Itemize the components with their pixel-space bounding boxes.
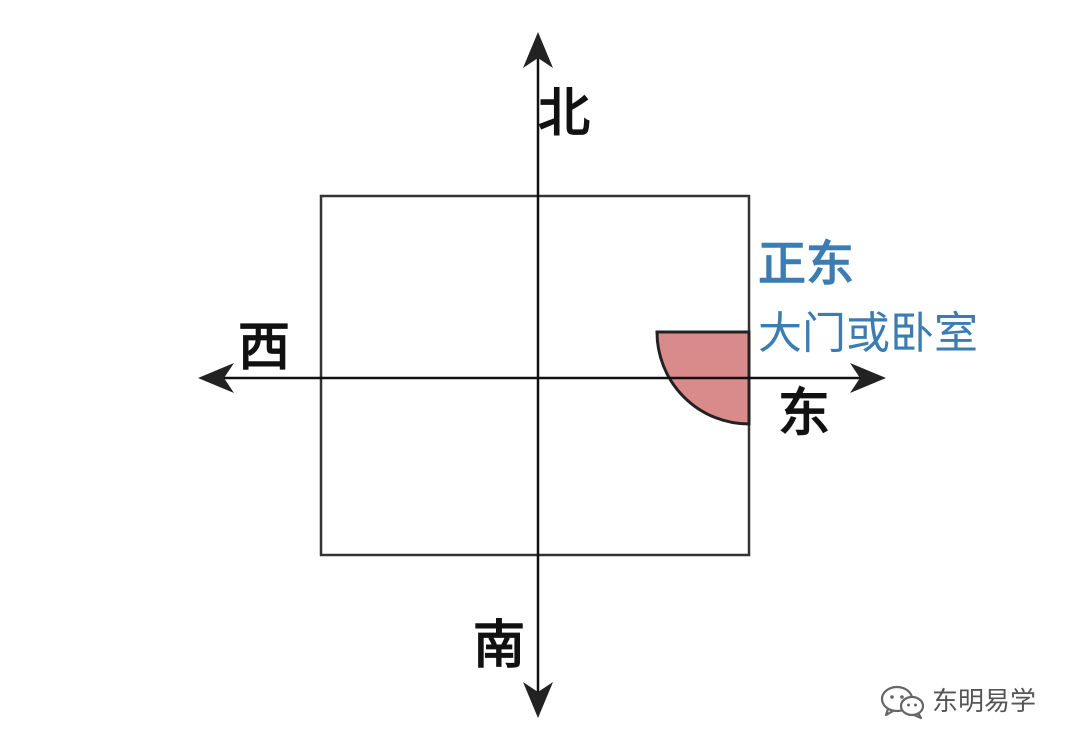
south-arrowhead: [523, 682, 553, 718]
west-arrowhead: [198, 363, 234, 393]
callout-title: 正东: [758, 236, 855, 292]
south-label: 南: [473, 616, 526, 676]
watermark-text: 东明易学: [932, 687, 1037, 717]
east-arrowhead: [850, 363, 886, 393]
callout-subtitle: 大门或卧室: [758, 308, 978, 359]
north-label: 北: [538, 84, 591, 144]
north-arrowhead: [523, 32, 553, 68]
wechat-icon: [880, 685, 925, 720]
west-label: 西: [238, 318, 291, 378]
east-label: 东: [778, 384, 831, 444]
watermark: 东明易学: [880, 684, 1036, 720]
